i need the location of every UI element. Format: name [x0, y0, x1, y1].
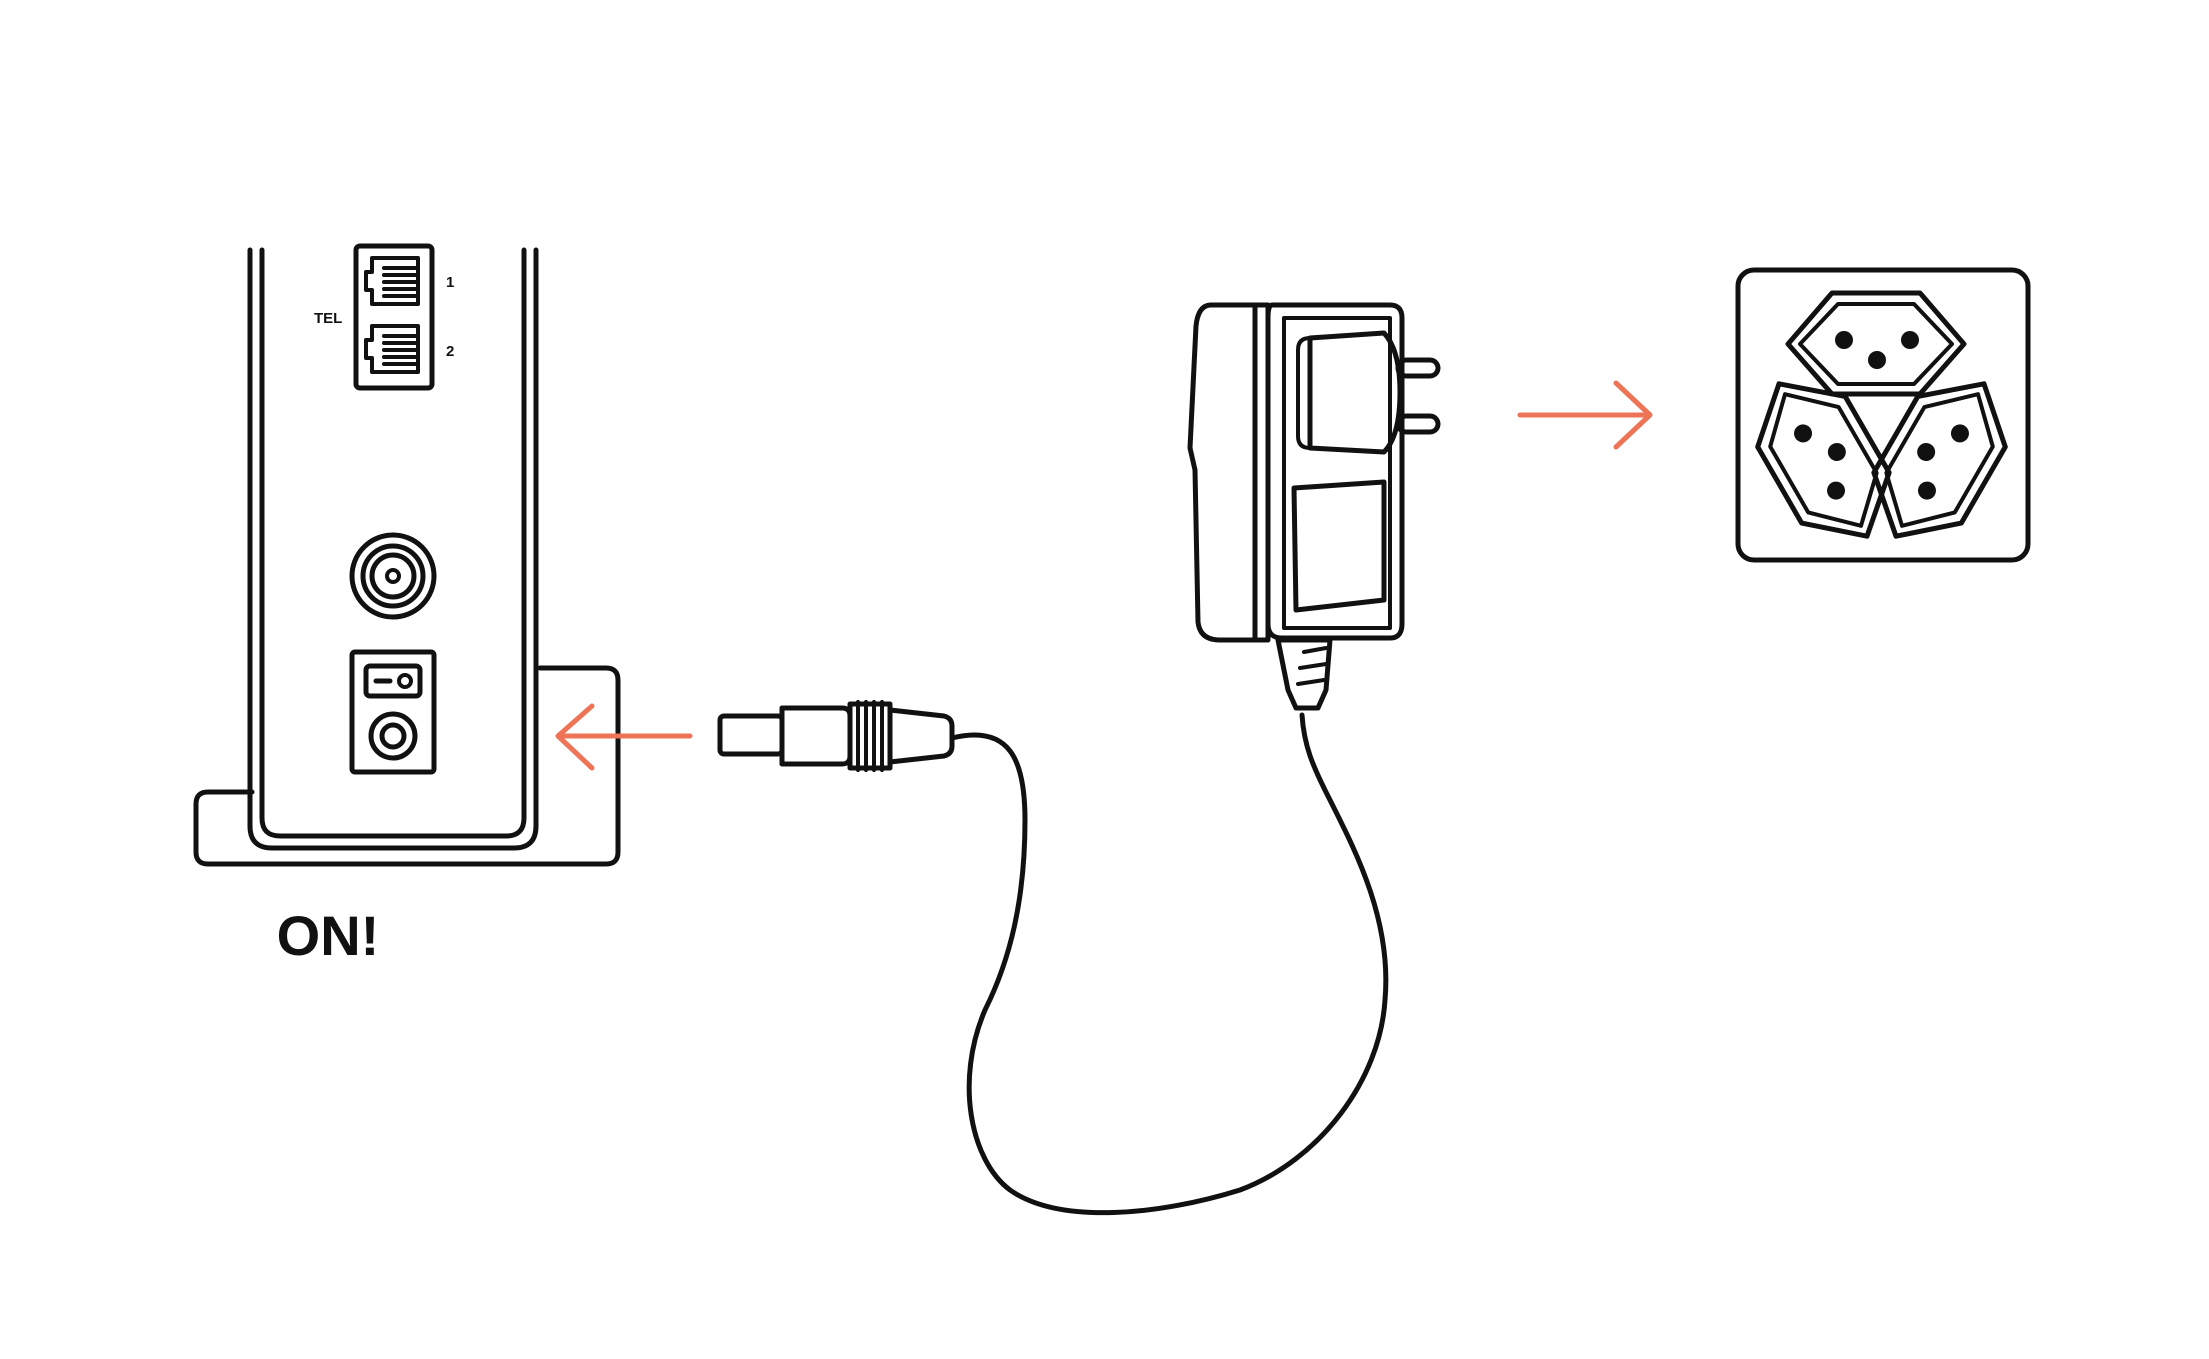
plug-tip — [717, 713, 785, 757]
arrow-right-icon — [1517, 380, 1653, 450]
adapter-front-face — [1265, 302, 1405, 641]
adapter-label-plate — [1291, 479, 1387, 613]
socket-top — [1785, 290, 1967, 397]
dc-barrel-plug-icon — [717, 700, 955, 772]
tel-port-2-icon — [364, 324, 420, 374]
power-adapter-icon — [1187, 302, 1441, 711]
port-2-label: 2 — [446, 343, 454, 360]
tel-port-1-icon — [364, 256, 420, 306]
stand-base — [193, 665, 621, 867]
plug-collar — [779, 705, 853, 767]
plug-strain-relief — [887, 707, 955, 765]
device-body-inner — [259, 247, 527, 839]
power-panel — [349, 649, 437, 775]
adapter-pin-bottom — [1395, 413, 1441, 435]
status-label: ON! — [277, 904, 380, 967]
adapter-pin-top — [1395, 357, 1441, 379]
socket-bottom-left — [1755, 381, 1892, 539]
coax-connector-icon — [349, 532, 437, 620]
adapter-back-shell — [1187, 302, 1271, 643]
socket-bottom-right — [1871, 381, 2008, 539]
plug-grip — [847, 701, 893, 771]
socket-plate — [1735, 267, 2031, 563]
port-1-label: 1 — [446, 274, 454, 291]
device-body-outer — [247, 247, 539, 851]
adapter-strain-relief — [1275, 637, 1333, 711]
adapter-plug-housing — [1307, 330, 1403, 455]
dc-jack-icon — [368, 711, 418, 761]
swiss-triple-socket-icon — [1735, 267, 2031, 563]
arrow-left-icon — [555, 703, 693, 771]
power-switch-icon — [363, 663, 423, 699]
tel-label: TEL — [314, 310, 342, 327]
modem-back-panel-icon: TEL 1 2 — [193, 243, 621, 867]
tel-port-block — [353, 243, 435, 391]
power-cable — [949, 712, 1389, 1216]
